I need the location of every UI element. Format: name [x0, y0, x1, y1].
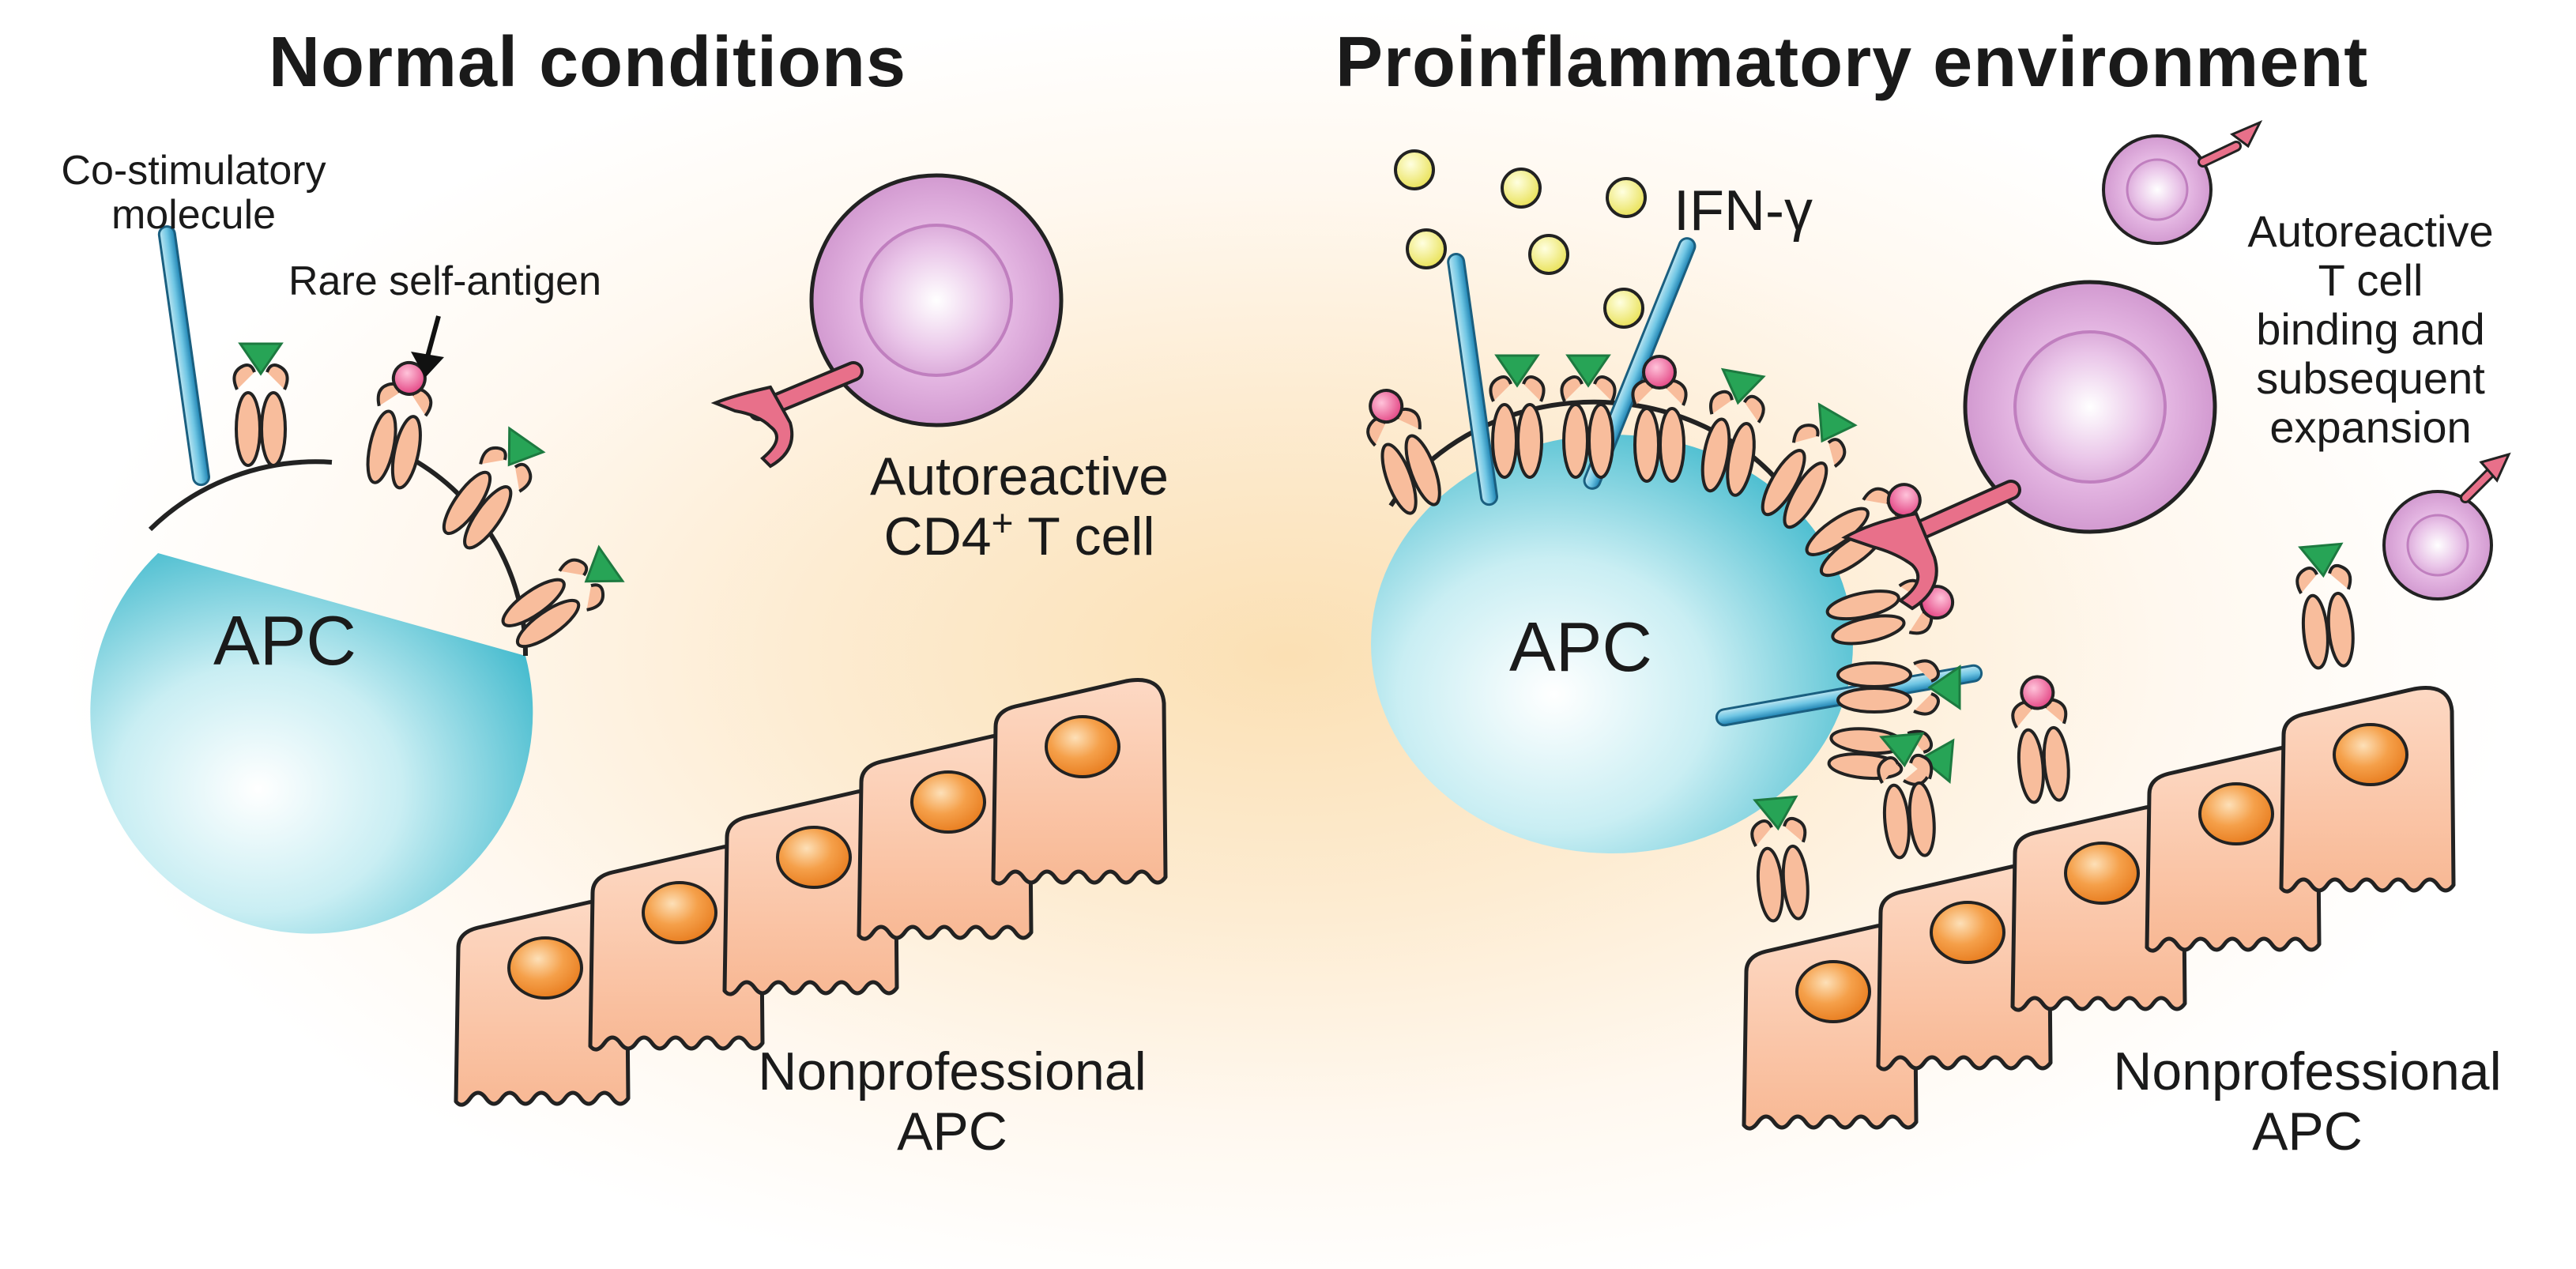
ifn-gamma-label: IFN-γ	[1674, 179, 1813, 243]
rare-antigen-label: Rare self-antigen	[288, 258, 601, 304]
left-nonpro-label: Nonprofessional APC	[758, 1041, 1147, 1162]
tcell-label-line2: CD4+ T cell	[883, 503, 1155, 567]
costim-label: Co-stimulatory molecule	[61, 148, 326, 238]
right-apc-label: APC	[1509, 608, 1652, 686]
left-panel	[90, 175, 1166, 1105]
ifn-gamma-icon	[1394, 149, 1647, 329]
left-tcell-label: Autoreactive CD4+ T cell	[822, 446, 1217, 567]
left-title: Normal conditions	[269, 23, 907, 102]
right-panel	[1362, 120, 2511, 1128]
right-title: Proinflammatory environment	[1335, 23, 2369, 102]
left-apc-label: APC	[213, 601, 356, 680]
binding-tcell-icon	[1841, 282, 2215, 611]
expansion-label: Autoreactive T cell binding and subseque…	[2247, 206, 2494, 452]
expanded-tcell-icon	[2102, 120, 2263, 245]
right-nonpro-label: Nonprofessional APC	[2113, 1041, 2502, 1162]
autoreactive-tcell-icon	[710, 175, 1061, 469]
expanded-tcell-icon-2	[2382, 452, 2511, 601]
costimulatory-molecule-icon	[157, 225, 210, 487]
